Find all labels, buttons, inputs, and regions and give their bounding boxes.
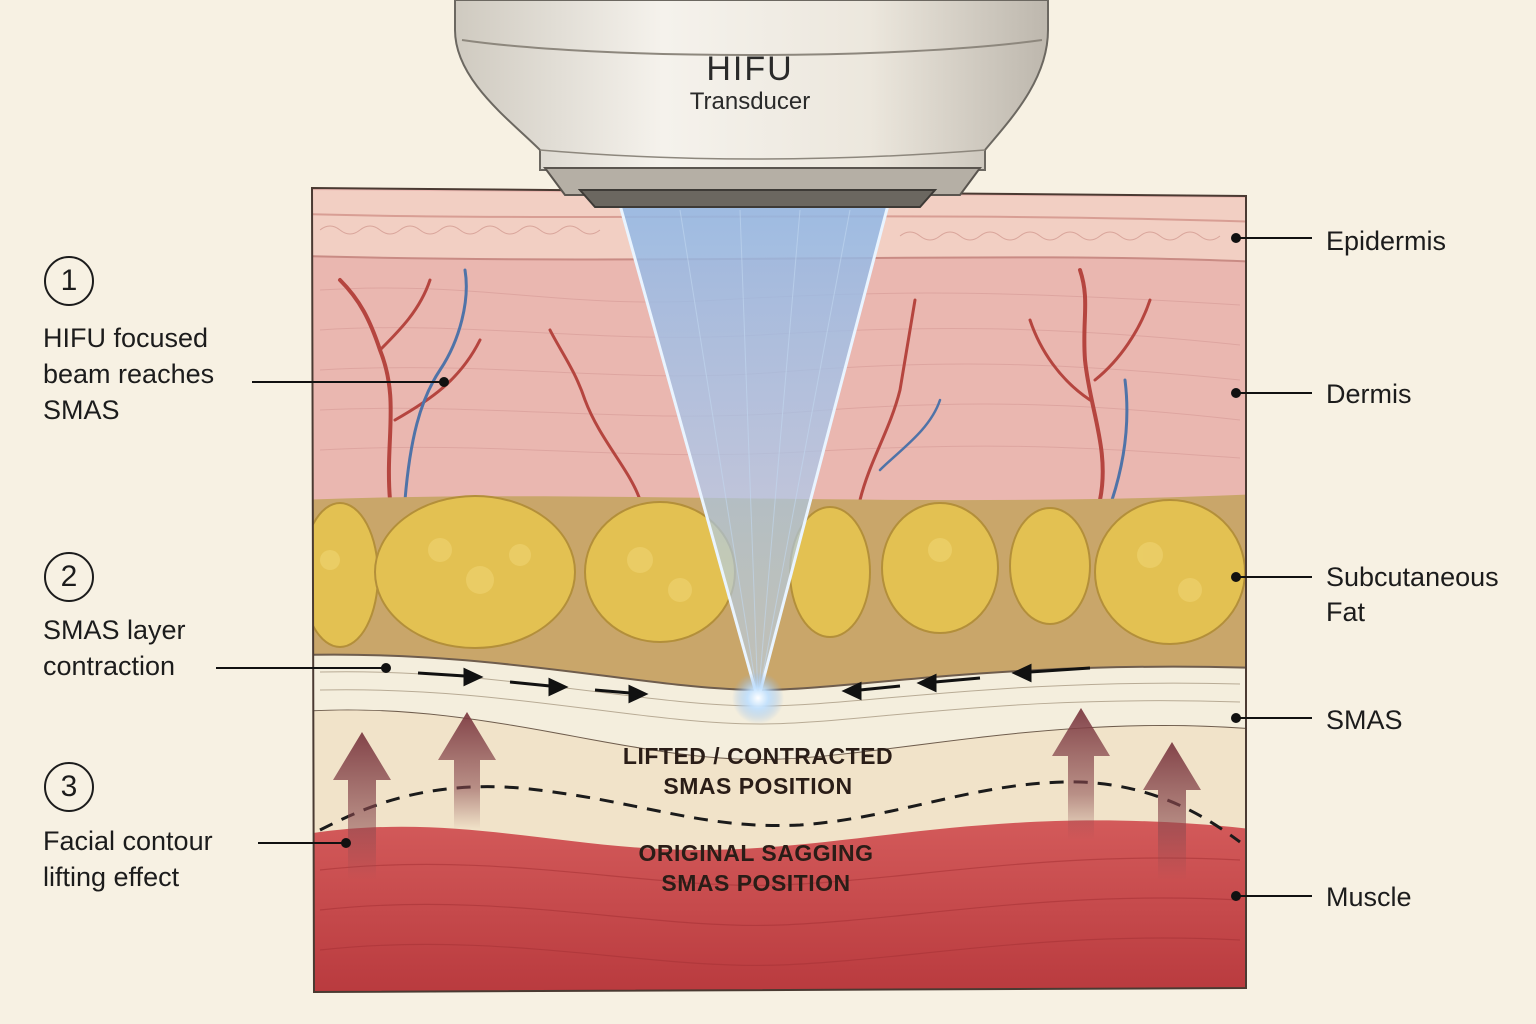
focal-point (732, 672, 784, 724)
step-1-line-3: SMAS (43, 395, 120, 425)
hifu-transducer (454, 0, 1049, 208)
leader-lines (216, 233, 1312, 901)
caption-original-line1: ORIGINAL SAGGING (638, 840, 874, 866)
label-fat-line1: Subcutaneous (1326, 562, 1499, 592)
step-1-number: 1 (44, 256, 94, 306)
caption-lifted-line2: SMAS POSITION (663, 773, 853, 799)
step-3-text: Facial contour lifting effect (43, 823, 273, 895)
label-subcutaneous-fat: Subcutaneous Fat (1326, 560, 1499, 630)
hifu-beam (620, 205, 888, 700)
caption-original-position: ORIGINAL SAGGING SMAS POSITION (546, 838, 966, 898)
blood-vessels (338, 268, 1152, 502)
step-2-number: 2 (44, 552, 94, 602)
step-3-number: 3 (44, 762, 94, 812)
label-dermis: Dermis (1326, 379, 1412, 409)
step-2-line-2: contraction (43, 651, 176, 681)
transducer-title: HIFU (706, 50, 794, 88)
step-3-line-1: Facial contour (43, 826, 213, 856)
step-1-text: HIFU focused beam reaches SMAS (43, 320, 273, 428)
caption-original-line2: SMAS POSITION (661, 870, 851, 896)
step-3-line-2: lifting effect (43, 862, 180, 892)
label-epidermis: Epidermis (1326, 226, 1447, 256)
original-smas-line (319, 780, 1241, 844)
step-2-line-1: SMAS layer (43, 615, 186, 645)
label-smas: SMAS (1326, 705, 1403, 735)
lift-arrows (333, 708, 1201, 880)
caption-lifted-line1: LIFTED / CONTRACTED (622, 743, 894, 769)
transducer-subtitle: Transducer (689, 88, 811, 115)
muscle-layer (312, 820, 1246, 992)
step-1-line-2: beam reaches (43, 359, 215, 389)
label-fat-line2: Fat (1326, 597, 1366, 627)
step-1-line-1: HIFU focused (43, 323, 209, 353)
caption-lifted-position: LIFTED / CONTRACTED SMAS POSITION (548, 741, 968, 801)
label-muscle: Muscle (1326, 882, 1412, 912)
step-2-text: SMAS layer contraction (43, 612, 273, 684)
contraction-arrows (417, 663, 1091, 704)
